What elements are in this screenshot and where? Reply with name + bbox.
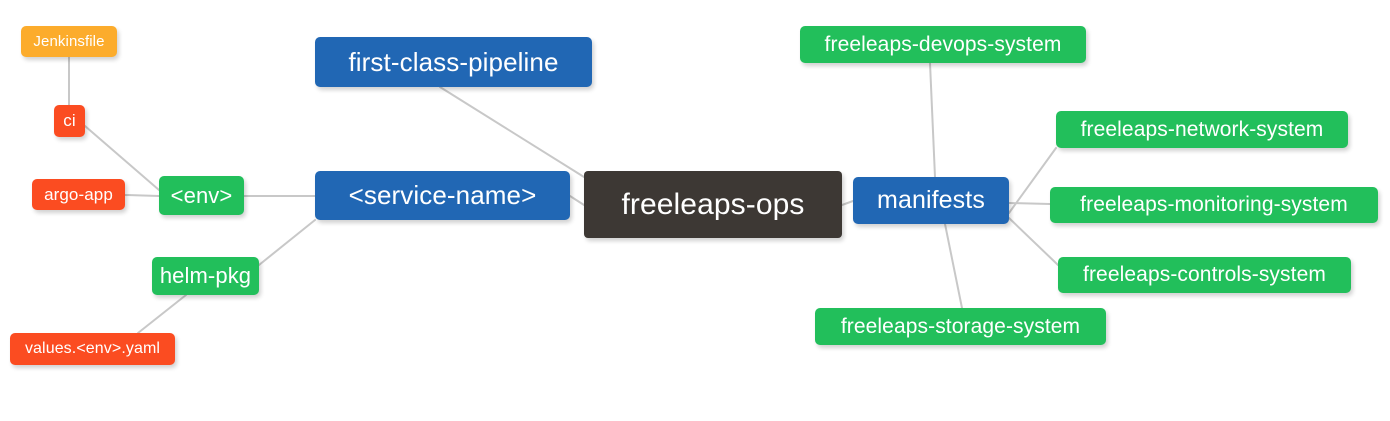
node-label: freeleaps-storage-system: [840, 314, 1081, 338]
node-label: helm-pkg: [159, 263, 252, 288]
edge-manifests-to-network: [1008, 147, 1057, 214]
edge-root-to-pipeline: [439, 86, 585, 178]
node-label: freeleaps-ops: [621, 187, 805, 221]
node-label: first-class-pipeline: [348, 46, 559, 77]
node-label: argo-app: [44, 184, 113, 204]
node-devops[interactable]: freeleaps-devops-system: [800, 26, 1086, 63]
edge-root-to-service: [569, 195, 585, 206]
node-service[interactable]: <service-name>: [315, 171, 570, 220]
node-monitoring[interactable]: freeleaps-monitoring-system: [1050, 187, 1378, 223]
node-label: freeleaps-monitoring-system: [1080, 193, 1348, 216]
node-controls[interactable]: freeleaps-controls-system: [1058, 257, 1351, 293]
node-pipeline[interactable]: first-class-pipeline: [315, 37, 592, 87]
edge-helmpkg-to-values: [137, 294, 187, 334]
node-root[interactable]: freeleaps-ops: [584, 171, 842, 238]
node-values[interactable]: values.<env>.yaml: [10, 333, 175, 365]
node-ci[interactable]: ci: [54, 105, 85, 137]
node-label: ci: [63, 111, 76, 130]
edge-manifests-to-monitoring: [1008, 202, 1051, 205]
node-label: freeleaps-controls-system: [1083, 263, 1326, 286]
node-label: freeleaps-devops-system: [824, 32, 1062, 56]
edge-root-to-manifests: [841, 200, 854, 206]
edge-manifests-to-storage: [944, 223, 963, 309]
node-storage[interactable]: freeleaps-storage-system: [815, 308, 1106, 345]
node-label: Jenkinsfile: [33, 33, 105, 50]
node-label: <service-name>: [348, 180, 537, 210]
edge-manifests-to-controls: [1008, 217, 1059, 266]
node-label: values.<env>.yaml: [24, 340, 161, 357]
node-label: <env>: [170, 182, 233, 208]
edge-service-to-helmpkg: [258, 219, 316, 266]
node-network[interactable]: freeleaps-network-system: [1056, 111, 1348, 148]
edge-env-to-argoapp: [124, 194, 160, 197]
node-label: freeleaps-network-system: [1080, 117, 1324, 141]
node-label: manifests: [877, 186, 985, 214]
node-argoapp[interactable]: argo-app: [32, 179, 125, 210]
node-helmpkg[interactable]: helm-pkg: [152, 257, 259, 295]
node-env[interactable]: <env>: [159, 176, 244, 215]
node-manifests[interactable]: manifests: [853, 177, 1009, 224]
node-jenkins[interactable]: Jenkinsfile: [21, 26, 117, 57]
edge-manifests-to-devops: [929, 62, 936, 178]
